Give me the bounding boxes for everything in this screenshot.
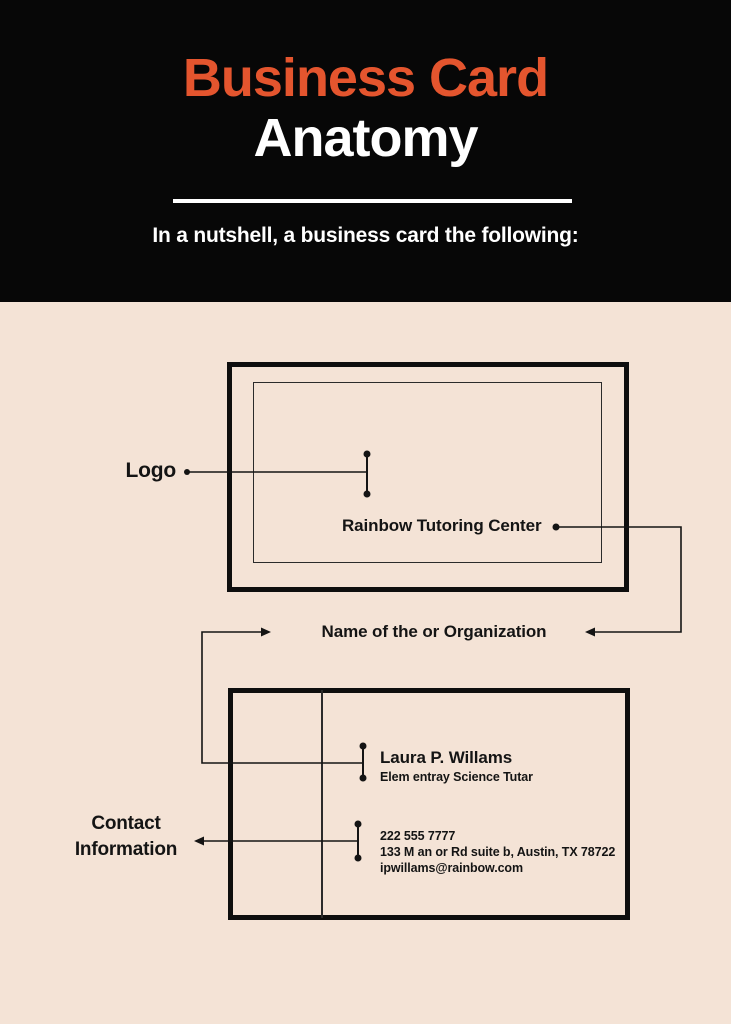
contact-information-label: Contact Information	[74, 813, 178, 860]
organization-label: Name of the or Organization	[321, 622, 547, 641]
contact-details: 222 555 7777 133 M an or Rd suite b, Aus…	[380, 828, 615, 876]
business-card-back-divider	[321, 690, 323, 918]
business-card-back	[228, 688, 630, 920]
person-role: Elem entray Science Tutar	[380, 770, 533, 784]
email-address: ipwillams@rainbow.com	[380, 861, 523, 875]
person-name: Laura P. Willams	[380, 748, 513, 767]
phone-number: 222 555 7777	[380, 829, 456, 843]
page-title-accent: Business Card	[182, 48, 549, 108]
page-subtitle: In a nutshell, a business card the follo…	[152, 224, 579, 247]
header-band: Business Card Anatomy In a nutshell, a b…	[0, 0, 731, 302]
street-address: 133 M an or Rd suite b, Austin, TX 78722	[380, 845, 616, 859]
logo-label: Logo	[125, 459, 176, 482]
company-name: Rainbow Tutoring Center	[342, 516, 542, 535]
page-title-rest: Anatomy	[253, 108, 478, 168]
title-divider	[173, 199, 572, 203]
business-card-front	[227, 362, 629, 592]
